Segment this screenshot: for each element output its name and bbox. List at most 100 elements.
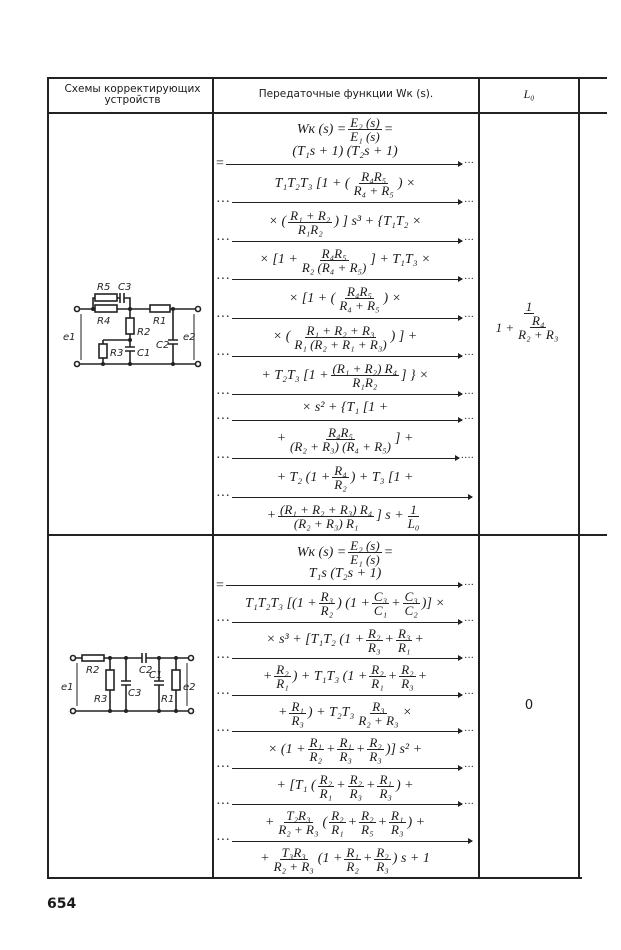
page-number: 654 (47, 896, 77, 912)
denominator: R₅ (361, 822, 374, 838)
bar-tail: ··· (464, 725, 474, 737)
fraction-bar: ······ (216, 413, 474, 427)
fraction-bar: ··· ··· (216, 723, 474, 739)
numerator: R₄R₅ (359, 169, 389, 185)
formula-text: ] s + (376, 508, 404, 524)
bar-lead: ··· (216, 650, 230, 666)
numerator: (R₁ + R₂) R₄ (330, 361, 400, 377)
formula-text: + (266, 508, 277, 524)
numerator: R₂ (399, 662, 416, 678)
numerator: R₂ (317, 771, 335, 787)
numerator: R₄R₅ (344, 284, 374, 300)
formula-text: × (402, 705, 412, 721)
bar-line (232, 276, 463, 283)
bar-tail: ··· (464, 350, 474, 362)
formula-text: T₁T₂T₃ [(1 + (245, 595, 317, 611)
numerator: R₁ + R₂ (288, 207, 333, 223)
formula-text: + (366, 778, 376, 794)
formula-text: + (414, 632, 424, 648)
formula-text: (1 + (317, 851, 343, 867)
fraction-bar: ······ (216, 760, 474, 775)
label-r2: R2 (86, 665, 99, 676)
label-c3: C3 (128, 688, 141, 699)
bar-lead: ··· (216, 233, 230, 249)
l0-value-2: 0 (524, 697, 534, 713)
fraction: E₂ (s)E₁ (s) (348, 538, 382, 566)
bar-lead: ··· (216, 796, 230, 812)
table-top-rule (47, 77, 607, 79)
bar-line (232, 837, 473, 844)
formula-text: ) + T₃ [1 + (350, 469, 414, 485)
denominator: R₂ + R₃ (358, 712, 399, 728)
numerator: T₂R₃ (284, 808, 313, 824)
bar-lead: ··· (216, 833, 230, 848)
bar-lead: = (216, 577, 224, 593)
label-e1: e1 (61, 682, 74, 693)
bar-lead: ··· (216, 760, 230, 775)
bar-lead: = (216, 156, 224, 172)
denominator: R₃ (401, 676, 414, 692)
bar-line (232, 416, 463, 423)
l0-fraction: 1 1 + R₄ R₂ + R₃ (494, 300, 565, 341)
numerator: E₂ (s) (348, 538, 382, 553)
bar-line (232, 618, 463, 625)
denominator: R₁ (R₂ + R₁ + R₃) (294, 336, 387, 352)
formula-text: ) × (383, 290, 402, 306)
denominator: R₂ + R₃ (273, 858, 314, 874)
col-line (478, 77, 480, 879)
bar-tail: ··· (464, 196, 474, 208)
fraction-bar: ······· (216, 450, 474, 466)
denominator: R₁R₂ (352, 375, 378, 391)
col-line (47, 77, 49, 879)
denominator: R₂ (320, 603, 334, 619)
label-c2: C2 (156, 340, 169, 351)
numerator: R₁ (389, 808, 406, 824)
formula-text: ) (1 + (337, 595, 370, 611)
circuit-diagram-1: R5 C3 R4 R1 R2 C2 R3 C1 e1 e2 (63, 282, 202, 368)
formula-text: ] + (395, 431, 414, 447)
denominator: R₄ + R₅ (353, 183, 394, 199)
circuit-diagram-2: R2 C2 R3 C3 C1 R1 e1 e2 (61, 653, 196, 715)
fraction-bar: ······ (216, 688, 474, 702)
formula-text: T₁T₂T₃ [1 + ( (274, 175, 350, 191)
formula-text: × ( (272, 329, 291, 345)
denominator: R₁ (319, 785, 333, 801)
denominator: (R₂ + R₃) (R₄ + R₅) (290, 438, 391, 454)
label-r4: R4 (97, 316, 110, 327)
bar-line (225, 160, 464, 167)
formula-text: (T₁s + 1) (T₂s + 1) (292, 143, 398, 159)
formula-text: ) + (407, 814, 426, 830)
formula-text: ) s + 1 (392, 851, 430, 867)
denominator: R₃ (376, 858, 389, 874)
transfer-function-1: Wк (s) = E₂ (s)E₁ (s) =(T₁s + 1) (T₂s + … (216, 116, 474, 530)
label-e2: e2 (183, 332, 196, 343)
bar-tail: ··· (464, 652, 474, 664)
bar-lead: ··· (216, 450, 230, 466)
bar-line (232, 764, 463, 771)
bar-tail: ··· (464, 388, 474, 400)
denominator: R₁ (371, 676, 384, 692)
denominator: R₂ (334, 477, 347, 493)
fraction-bar: ······ (216, 233, 474, 249)
formula-line: × s² + {T₁ [1 + (302, 400, 388, 415)
formula-line: Wк (s) = E₂ (s)E₁ (s) = (297, 539, 393, 566)
formula-text: )] s² + (385, 741, 423, 757)
bar-lead: ··· (216, 723, 230, 739)
denominator: R₂ (309, 749, 322, 765)
fraction: R₄R₅(R₂ + R₃) (R₄ + R₅) (288, 426, 393, 453)
numerator: R₂ (366, 625, 383, 641)
numerator: R₂ (359, 808, 376, 824)
